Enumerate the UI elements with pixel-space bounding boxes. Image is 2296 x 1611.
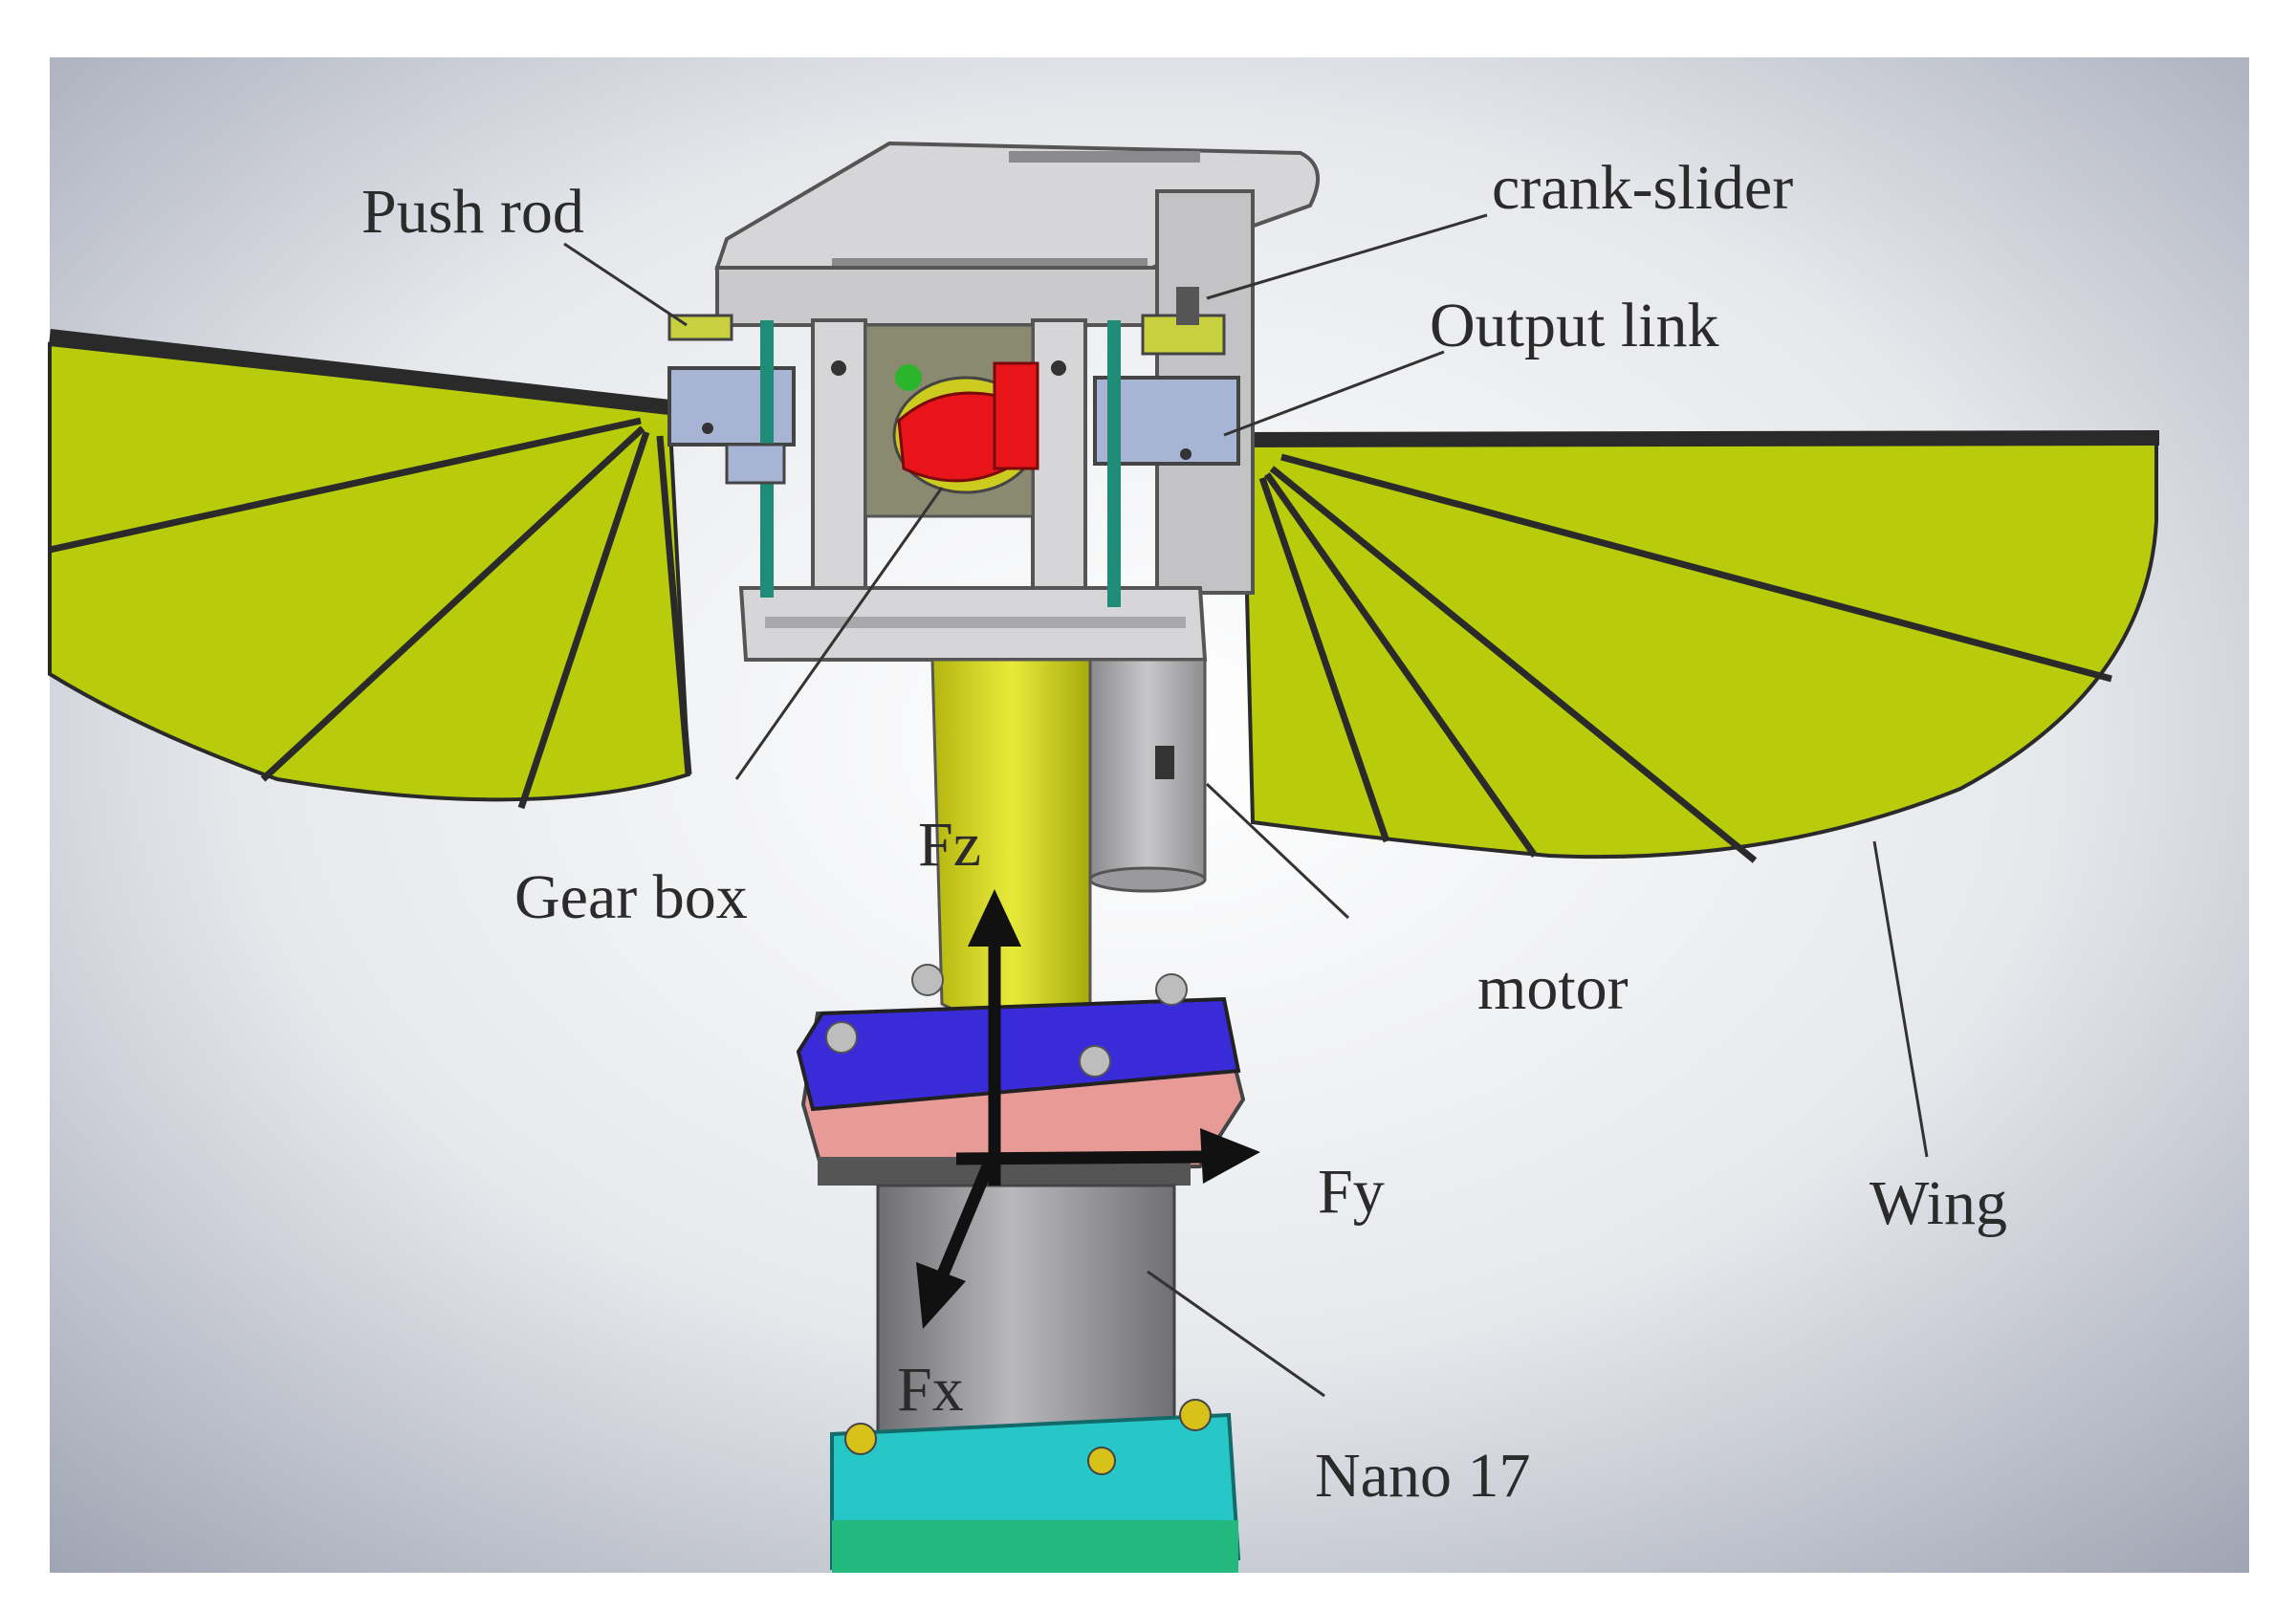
force-axes [916,889,1260,1329]
nano17-label: Nano 17 [1315,1441,1530,1511]
push-rod-assembly [667,314,796,598]
gear-box-leader [734,487,944,780]
leader-lines [563,213,1929,1398]
gear-box-frame [714,141,1320,662]
force-labels: Fz Fx [897,810,981,1425]
fz-arrowhead [968,889,1021,947]
gear [892,361,1039,494]
fz-label: Fz [918,810,981,880]
crank-slider-label: crank-slider [1492,153,1793,223]
push-rod-leader [563,242,688,327]
wing-leader [1872,840,1929,1158]
fx-arrow [936,1159,995,1279]
push-rod-label: Push rod [361,177,584,247]
labels: Push rod crank-slider Output link Gear b… [361,153,2007,1511]
gear-box-label: Gear box [514,862,748,932]
output-link-assembly [1093,287,1240,607]
wing-label: Wing [1870,1168,2007,1238]
fx-label: Fx [897,1355,964,1425]
motor [1088,658,1207,893]
base-mount [830,1399,1241,1573]
right-wing [1233,430,2160,863]
crank-slider-leader [1206,213,1488,300]
motor-leader [1205,782,1350,920]
fy-arrow [955,1150,1206,1165]
nano17-leader [1147,1270,1325,1398]
flange-assembly [796,964,1246,1186]
fy-arrowhead [1200,1128,1260,1184]
fx-arrowhead [916,1262,966,1329]
left-wing [48,329,692,810]
output-link-label: Output link [1430,291,1719,360]
motor-label: motor [1477,953,1629,1023]
output-link-leader [1223,350,1445,437]
fy-label: Fy [1318,1157,1385,1227]
